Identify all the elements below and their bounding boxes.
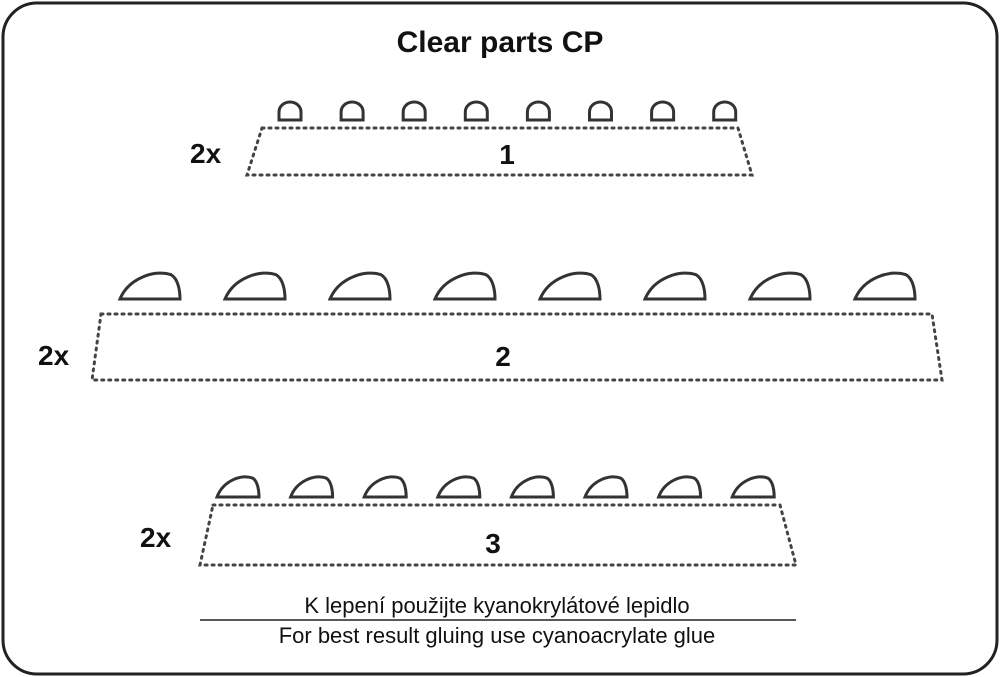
title: Clear parts CP [397,26,604,59]
clear-part-piece [362,475,408,499]
clear-part-piece [288,475,335,499]
clear-part-piece [509,475,555,499]
clear-part-piece [747,271,812,301]
part-number: 2 [495,341,511,372]
clear-part-piece [642,271,707,301]
clear-part-piece [432,271,497,301]
clear-part-piece [525,100,551,122]
clear-part-piece [117,271,182,301]
part-number: 3 [485,528,501,559]
sprue-outline [90,312,944,382]
clear-part-piece [401,100,427,122]
clear-part-piece [222,271,287,301]
sprue-row-2: 2x 2 [38,271,944,382]
note-czech: K lepení použijte kyanokrylátové lepidlo [304,593,689,618]
clear-part-piece [277,100,303,122]
clear-part-piece [214,475,261,499]
sprue-outline [244,126,755,177]
note-english: For best result gluing use cyanoacrylate… [279,623,716,648]
clear-part-piece [588,100,613,122]
clear-part-piece [339,100,365,122]
clear-part-piece [712,100,738,122]
sprue-row-1: 2x 1 [190,100,755,177]
clear-part-piece [537,271,602,301]
clear-part-piece [582,475,629,499]
sprue-outline [198,503,798,567]
clear-part-piece [730,475,776,499]
quantity-label: 2x [140,522,172,553]
sprue-row-3: 2x 3 [140,475,798,567]
clear-part-piece [650,100,676,122]
clear-part-piece [463,100,489,122]
part-number: 1 [499,139,515,170]
clear-part-piece [852,271,917,301]
quantity-label: 2x [38,340,70,371]
clear-part-piece [435,475,482,499]
clear-part-piece [327,271,392,301]
clear-part-piece [656,475,703,499]
quantity-label: 2x [190,138,222,169]
